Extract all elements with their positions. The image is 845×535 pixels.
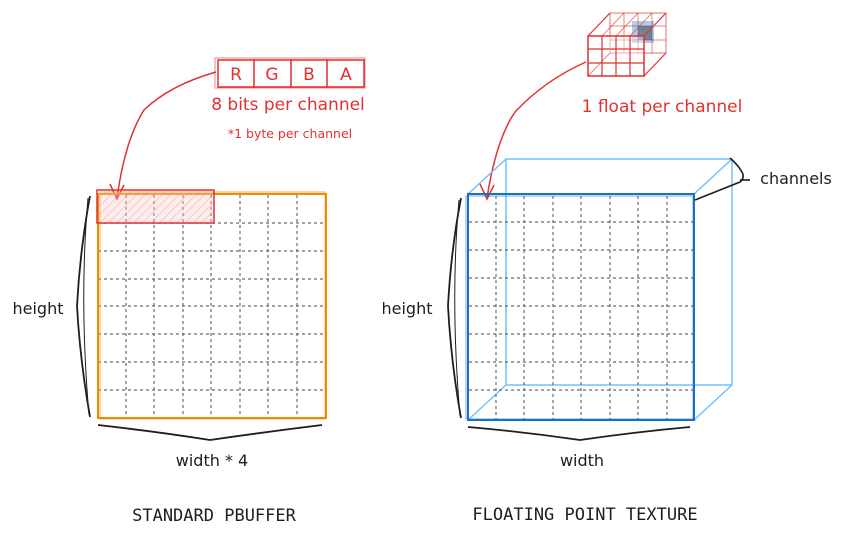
width-label-right: width [560, 451, 604, 470]
channel-a-label: A [340, 65, 352, 85]
texel-pointer-arrow [479, 61, 587, 201]
channel-r-label: R [230, 65, 242, 85]
byte-per-channel-note: *1 byte per channel [228, 126, 352, 141]
float-per-channel-annotation: 1 float per channel [582, 97, 743, 117]
standard-pbuffer-caption: STANDARD PBUFFER [132, 506, 297, 526]
width-brace-right [467, 426, 691, 441]
channel-b-label: B [303, 65, 315, 85]
height-brace-left [76, 195, 91, 418]
rgba-channel-strip: R G B A [214, 57, 366, 89]
height-brace-right [447, 197, 462, 419]
height-label-right: height [382, 299, 433, 318]
pixel-pointer-arrow [109, 71, 217, 201]
texture-grid [465, 193, 695, 421]
channel-g-label: G [265, 65, 278, 85]
texture-cube-back [467, 158, 733, 421]
floating-point-texture-panel: 1 float per channel [382, 12, 832, 525]
width-brace-left [97, 424, 323, 441]
first-pixel-highlight [96, 189, 215, 224]
bits-per-channel-annotation: 8 bits per channel [211, 95, 365, 115]
height-label-left: height [13, 299, 64, 318]
pbuffer-grid [97, 191, 327, 420]
channels-brace [694, 157, 750, 201]
standard-pbuffer-panel: R G B A 8 bits per channel *1 byte per c… [13, 57, 366, 526]
floating-point-texture-caption: FLOATING POINT TEXTURE [472, 505, 697, 525]
width-label-left: width * 4 [176, 451, 248, 470]
channels-label: channels [760, 169, 832, 188]
channel-cube-icon [587, 12, 667, 77]
